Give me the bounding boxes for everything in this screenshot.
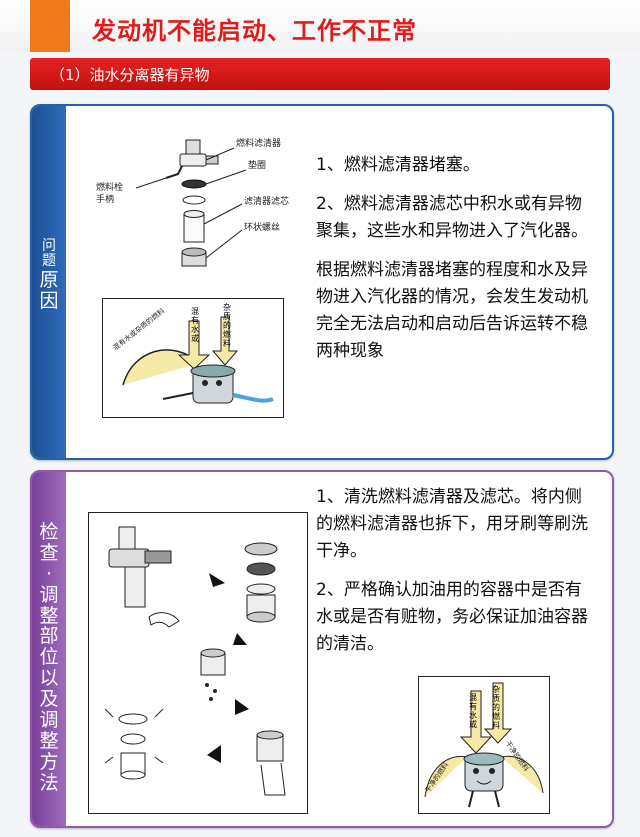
side-char: 问 (42, 238, 56, 254)
cleaning-steps-diagram (104, 526, 286, 796)
side-char: · (45, 562, 53, 585)
label-mixed-water: 混 有 水 或 (191, 307, 203, 343)
side-char: 题 (42, 253, 56, 270)
problem-side-tab: 问 题 原 因 (32, 106, 66, 458)
side-char: 以 (39, 667, 59, 690)
cause-item-2: 2、燃料滤清器滤芯中积水或有异物聚集，这些水和异物进入了汽化器。 (316, 194, 588, 241)
char: 杂 (492, 685, 500, 694)
char: 水 (191, 325, 199, 334)
side-char: 法 (39, 771, 59, 794)
subtitle: （1）油水分离器有异物 (50, 66, 210, 84)
char: 杂 (223, 303, 231, 312)
side-char: 调 (39, 583, 59, 606)
char: 或 (191, 334, 199, 343)
clean-fuel-cartoon: 混 有 水 或 杂 质 的 燃 料 干净的燃料 干净的燃料 (418, 676, 550, 814)
label-gasket: 垫圈 (248, 161, 267, 171)
char: 或 (469, 720, 477, 729)
side-char: 检 (39, 521, 59, 543)
side-char: 整 (39, 729, 59, 752)
char: 质 (492, 694, 500, 703)
fuel-filter-diagram: 燃料滤清器 垫圈 滤清器滤芯 环状螺丝 燃料栓 手柄 (86, 134, 306, 284)
problem-text: 1、燃料滤清器堵塞。 2、燃料滤清器滤芯中积水或有异物聚集，这些水和异物进入了汽… (316, 152, 596, 365)
char: 的 (223, 321, 231, 330)
char: 的 (492, 703, 500, 712)
inspection-adjustment-panel: 检 查 · 调 整 部 位 以 及 调 整 方 法 (30, 470, 614, 828)
solution-side-tab: 检 查 · 调 整 部 位 以 及 调 整 方 法 (32, 472, 66, 826)
title-accent-block (30, 0, 70, 52)
cause-description: 根据燃料滤清器堵塞的程度和水及异物进入汽化器的情况，会发生发动机完全无法启动和启… (316, 260, 588, 361)
side-char: 原 (39, 268, 59, 291)
char: 料 (223, 339, 231, 348)
side-char: 部 (39, 625, 59, 648)
char: 燃 (492, 712, 500, 721)
label-impure-fuel-2: 杂 质 的 燃 料 (492, 685, 504, 730)
fuel-filter-exploded-illustration (135, 139, 247, 267)
label-plug-handle-2: 手柄 (96, 195, 115, 205)
solution-item-2: 2、严格确认加油用的容器中是否有水或是否有赃物，务必保证加油容器的清洁。 (316, 580, 588, 654)
title-bar: 发动机不能启动、工作不正常 (0, 0, 640, 52)
solution-item-1: 1、清洗燃料滤清器及滤芯。将内侧的燃料滤清器也拆下，用牙刷等刷洗干净。 (316, 487, 588, 561)
char: 混 (469, 693, 477, 702)
label-filter-element: 滤清器滤芯 (244, 197, 290, 207)
side-char: 调 (39, 709, 59, 732)
cause-item-1: 1、燃料滤清器堵塞。 (316, 155, 480, 175)
side-char: 方 (39, 750, 59, 773)
char: 质 (223, 312, 231, 321)
side-label-solution: 检 查 · 调 整 部 位 以 及 调 整 方 法 (32, 522, 66, 794)
side-label-problem: 问 题 原 因 (32, 238, 66, 312)
char: 水 (469, 711, 477, 720)
char: 混 (191, 307, 199, 316)
label-ring-nut: 环状螺丝 (244, 223, 281, 233)
side-char: 位 (39, 646, 59, 669)
label-plug-handle-1: 燃料栓 (96, 183, 124, 193)
filter-character-illustration (122, 316, 274, 404)
subtitle-banner: （1）油水分离器有异物 (30, 58, 610, 90)
char: 料 (492, 721, 500, 730)
char: 燃 (223, 330, 231, 339)
filter-disassembly-illustration (88, 512, 308, 814)
label-impure-fuel: 杂 质 的 燃 料 (223, 303, 235, 348)
side-char: 及 (39, 688, 59, 711)
solution-text: 1、清洗燃料滤清器及滤芯。将内侧的燃料滤清器也拆下，用牙刷等刷洗干净。 2、严格… (316, 484, 596, 658)
happy-filter-illustration (424, 682, 544, 808)
side-char: 整 (39, 604, 59, 627)
label-mixed-water-2: 混 有 水 或 (469, 693, 481, 729)
char: 有 (469, 702, 477, 711)
side-char: 因 (39, 289, 59, 312)
problem-cause-panel: 问 题 原 因 (30, 104, 614, 460)
page-title: 发动机不能启动、工作不正常 (92, 17, 417, 45)
label-fuel-filter: 燃料滤清器 (236, 139, 282, 149)
dirty-fuel-cartoon: 混 有 水 或 杂 质 的 燃 料 混有水或 杂质的燃料 (102, 298, 284, 418)
side-char: 查 (39, 541, 59, 564)
char: 有 (191, 316, 199, 325)
